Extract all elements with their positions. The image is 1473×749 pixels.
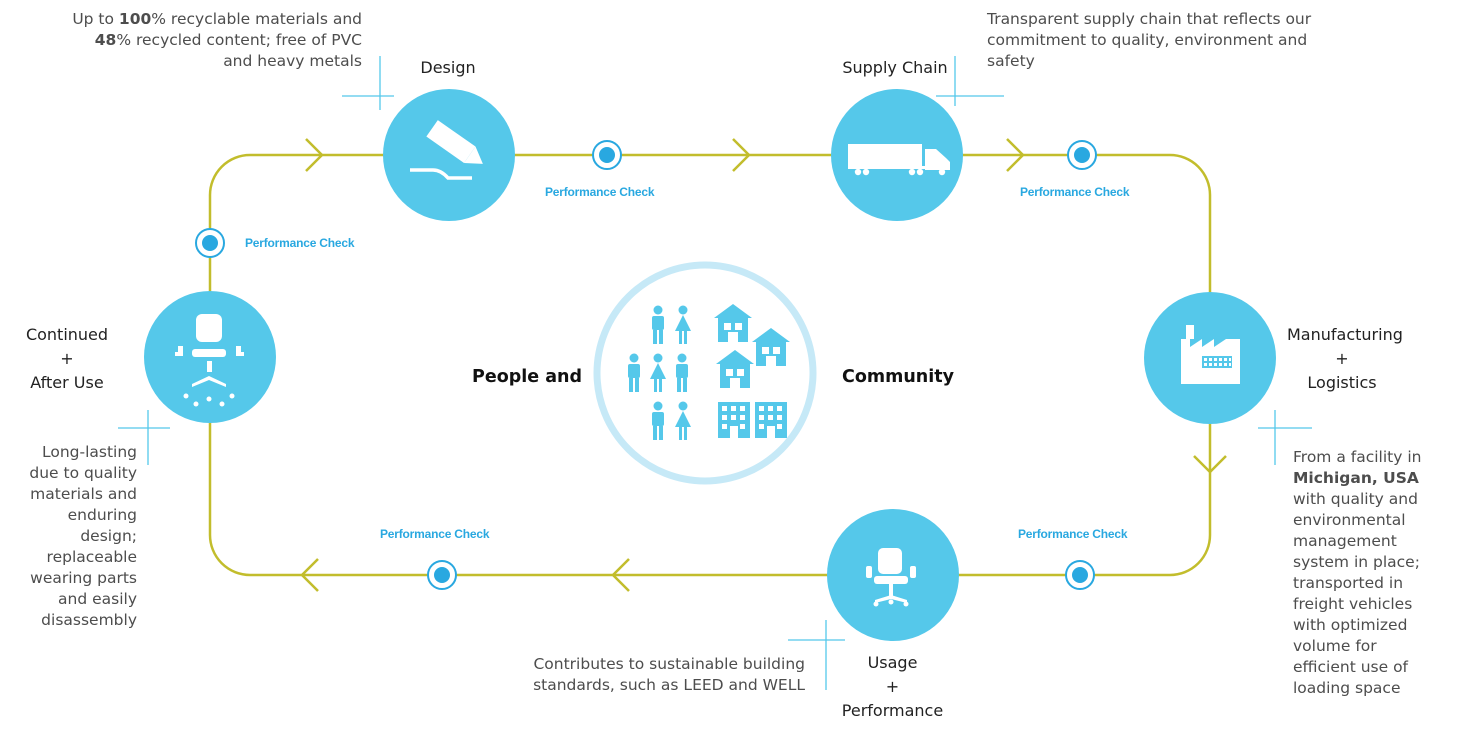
performance-check-label: Performance Check bbox=[380, 527, 490, 541]
people-and-buildings-icon bbox=[628, 304, 790, 440]
person-icon bbox=[650, 353, 666, 392]
arrow-left-1 bbox=[611, 558, 630, 592]
note-usage: Contributes to sustainable building stan… bbox=[533, 655, 805, 694]
person-icon bbox=[676, 353, 688, 392]
office-chair-icon bbox=[866, 548, 916, 607]
house-icon bbox=[716, 350, 754, 388]
center-label-right: Community bbox=[842, 367, 955, 387]
pencil-drawing-icon bbox=[410, 120, 483, 180]
check-marker-icon bbox=[592, 140, 622, 170]
stage-label-manufacturing: Manufacturing + Logistics bbox=[1287, 325, 1403, 392]
note-after-use: Long-lasting due to quality materials an… bbox=[29, 443, 137, 629]
stage-label-usage: Usage + Performance bbox=[841, 653, 944, 720]
note-manufacturing: From a facility in Michigan, USA with qu… bbox=[1293, 448, 1422, 697]
person-icon bbox=[675, 305, 691, 344]
person-icon bbox=[628, 353, 640, 392]
performance-check-label: Performance Check bbox=[1018, 527, 1128, 541]
note-design: Up to 100% recyclable materials and 48% … bbox=[72, 10, 362, 70]
performance-check-label: Performance Check bbox=[545, 185, 655, 199]
person-icon bbox=[652, 401, 664, 440]
house-icon bbox=[752, 328, 790, 366]
truck-icon bbox=[848, 144, 950, 176]
arrow-right-2 bbox=[732, 138, 751, 172]
person-icon bbox=[652, 305, 664, 344]
stage-label-after-use: Continued + After Use bbox=[25, 325, 109, 392]
factory-icon bbox=[1181, 325, 1240, 384]
check-marker-icon bbox=[1067, 140, 1097, 170]
building-icon bbox=[718, 402, 750, 438]
check-marker-icon bbox=[1065, 560, 1095, 590]
check-markers bbox=[195, 140, 1097, 590]
performance-check-label: Performance Check bbox=[1020, 185, 1130, 199]
lifecycle-loop bbox=[208, 153, 1212, 577]
person-icon bbox=[675, 401, 691, 440]
performance-check-label: Performance Check bbox=[245, 236, 355, 250]
pointer-marks bbox=[118, 56, 1312, 690]
arrow-right-1 bbox=[305, 138, 324, 172]
stage-label-supply-chain: Supply Chain bbox=[842, 58, 948, 77]
arrow-right-3 bbox=[1006, 138, 1025, 172]
check-marker-icon bbox=[195, 228, 225, 258]
house-icon bbox=[714, 304, 752, 342]
chair-parts-icon bbox=[175, 314, 244, 407]
design-circle bbox=[383, 89, 515, 221]
usage-circle bbox=[827, 509, 959, 641]
stage-label-design: Design bbox=[420, 58, 476, 77]
flow-arrows bbox=[300, 138, 1227, 592]
arrow-down-1 bbox=[1193, 455, 1227, 474]
stage-circles bbox=[144, 89, 1276, 641]
check-marker-icon bbox=[427, 560, 457, 590]
note-supply-chain: Transparent supply chain that reflects o… bbox=[987, 10, 1312, 70]
arrow-left-2 bbox=[300, 558, 319, 592]
building-icon bbox=[755, 402, 787, 438]
center-label-left: People and bbox=[472, 367, 582, 387]
